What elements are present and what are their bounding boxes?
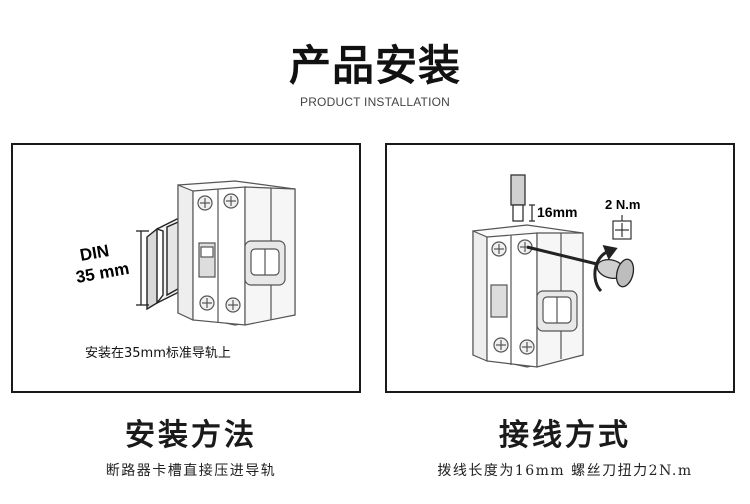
torque-label: 2 N.m — [605, 197, 640, 212]
rotation-arrow-icon — [593, 244, 618, 293]
circuit-breaker-icon — [177, 180, 296, 326]
wire-icon — [510, 174, 535, 222]
strip-length-label: 16mm — [537, 204, 577, 220]
left-panel-caption: 安装在35mm标准导轨上 — [85, 346, 231, 361]
din-label-top: DIN — [78, 241, 110, 265]
install-method-title: 安装方法 — [125, 418, 257, 453]
wiring-panel: 16mm 2 N.m — [385, 143, 735, 393]
page-title: 产品安装 — [288, 41, 461, 90]
din-rail-install-panel: DIN 35 mm 安装在3 — [11, 143, 361, 393]
circuit-breaker-icon — [472, 224, 584, 368]
screw-head-icon — [612, 215, 632, 240]
wiring-method-description: 拨线长度为16mm 螺丝刀扭力2N.m — [437, 463, 693, 479]
install-method-description: 断路器卡槽直接压进导轨 — [105, 463, 277, 479]
wiring-method-title: 接线方式 — [499, 418, 631, 453]
page-subtitle: PRODUCT INSTALLATION — [299, 95, 451, 109]
